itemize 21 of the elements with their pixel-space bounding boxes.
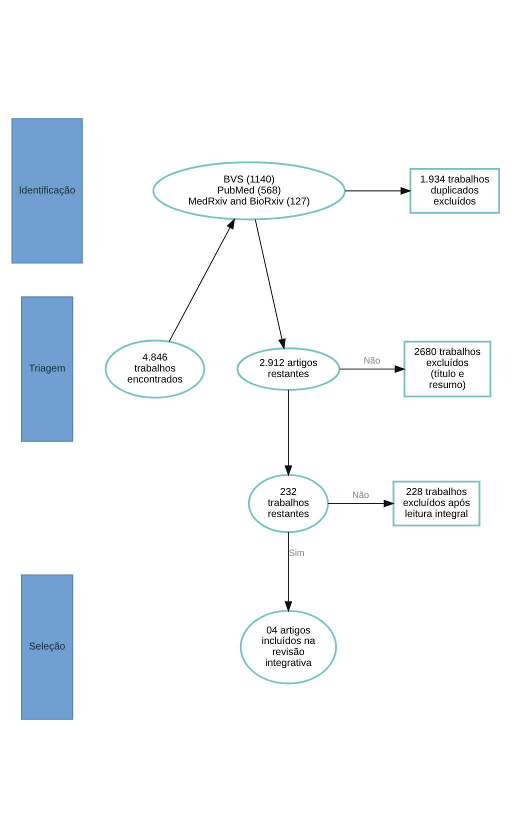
arrow	[168, 218, 236, 342]
node-ellipse: 4.846 trabalhos encontrados	[104, 339, 206, 398]
node-box: 228 trabalhos excluídos após leitura integral	[392, 480, 480, 526]
arrow	[344, 186, 412, 194]
node-box: Identificação	[11, 118, 83, 264]
node-box: 1.934 trabalhos duplicados excluídos	[410, 168, 500, 214]
edge-label: Sim	[288, 547, 304, 558]
edge-label: Não	[364, 355, 380, 366]
arrow	[284, 388, 292, 476]
arrow	[254, 218, 286, 350]
node-ellipse: 2.912 artigos restantes	[236, 346, 340, 390]
node-ellipse: BVS (1140) PubMed (568) MedRxiv and BioRxiv (127)	[152, 160, 346, 220]
node-ellipse: 04 artigos incluídos na revisão integrativa	[240, 609, 337, 684]
arrow	[284, 531, 292, 612]
node-box: 2680 trabalhos excluídos (título e resumo)	[404, 340, 492, 397]
arrow	[339, 364, 406, 372]
edge-label: Não	[352, 490, 370, 500]
node-ellipse: 232 trabalhos restantes	[248, 474, 329, 532]
arrow	[328, 499, 395, 507]
node-box: Seleção	[21, 574, 74, 720]
node-box: Triagem	[21, 296, 74, 442]
